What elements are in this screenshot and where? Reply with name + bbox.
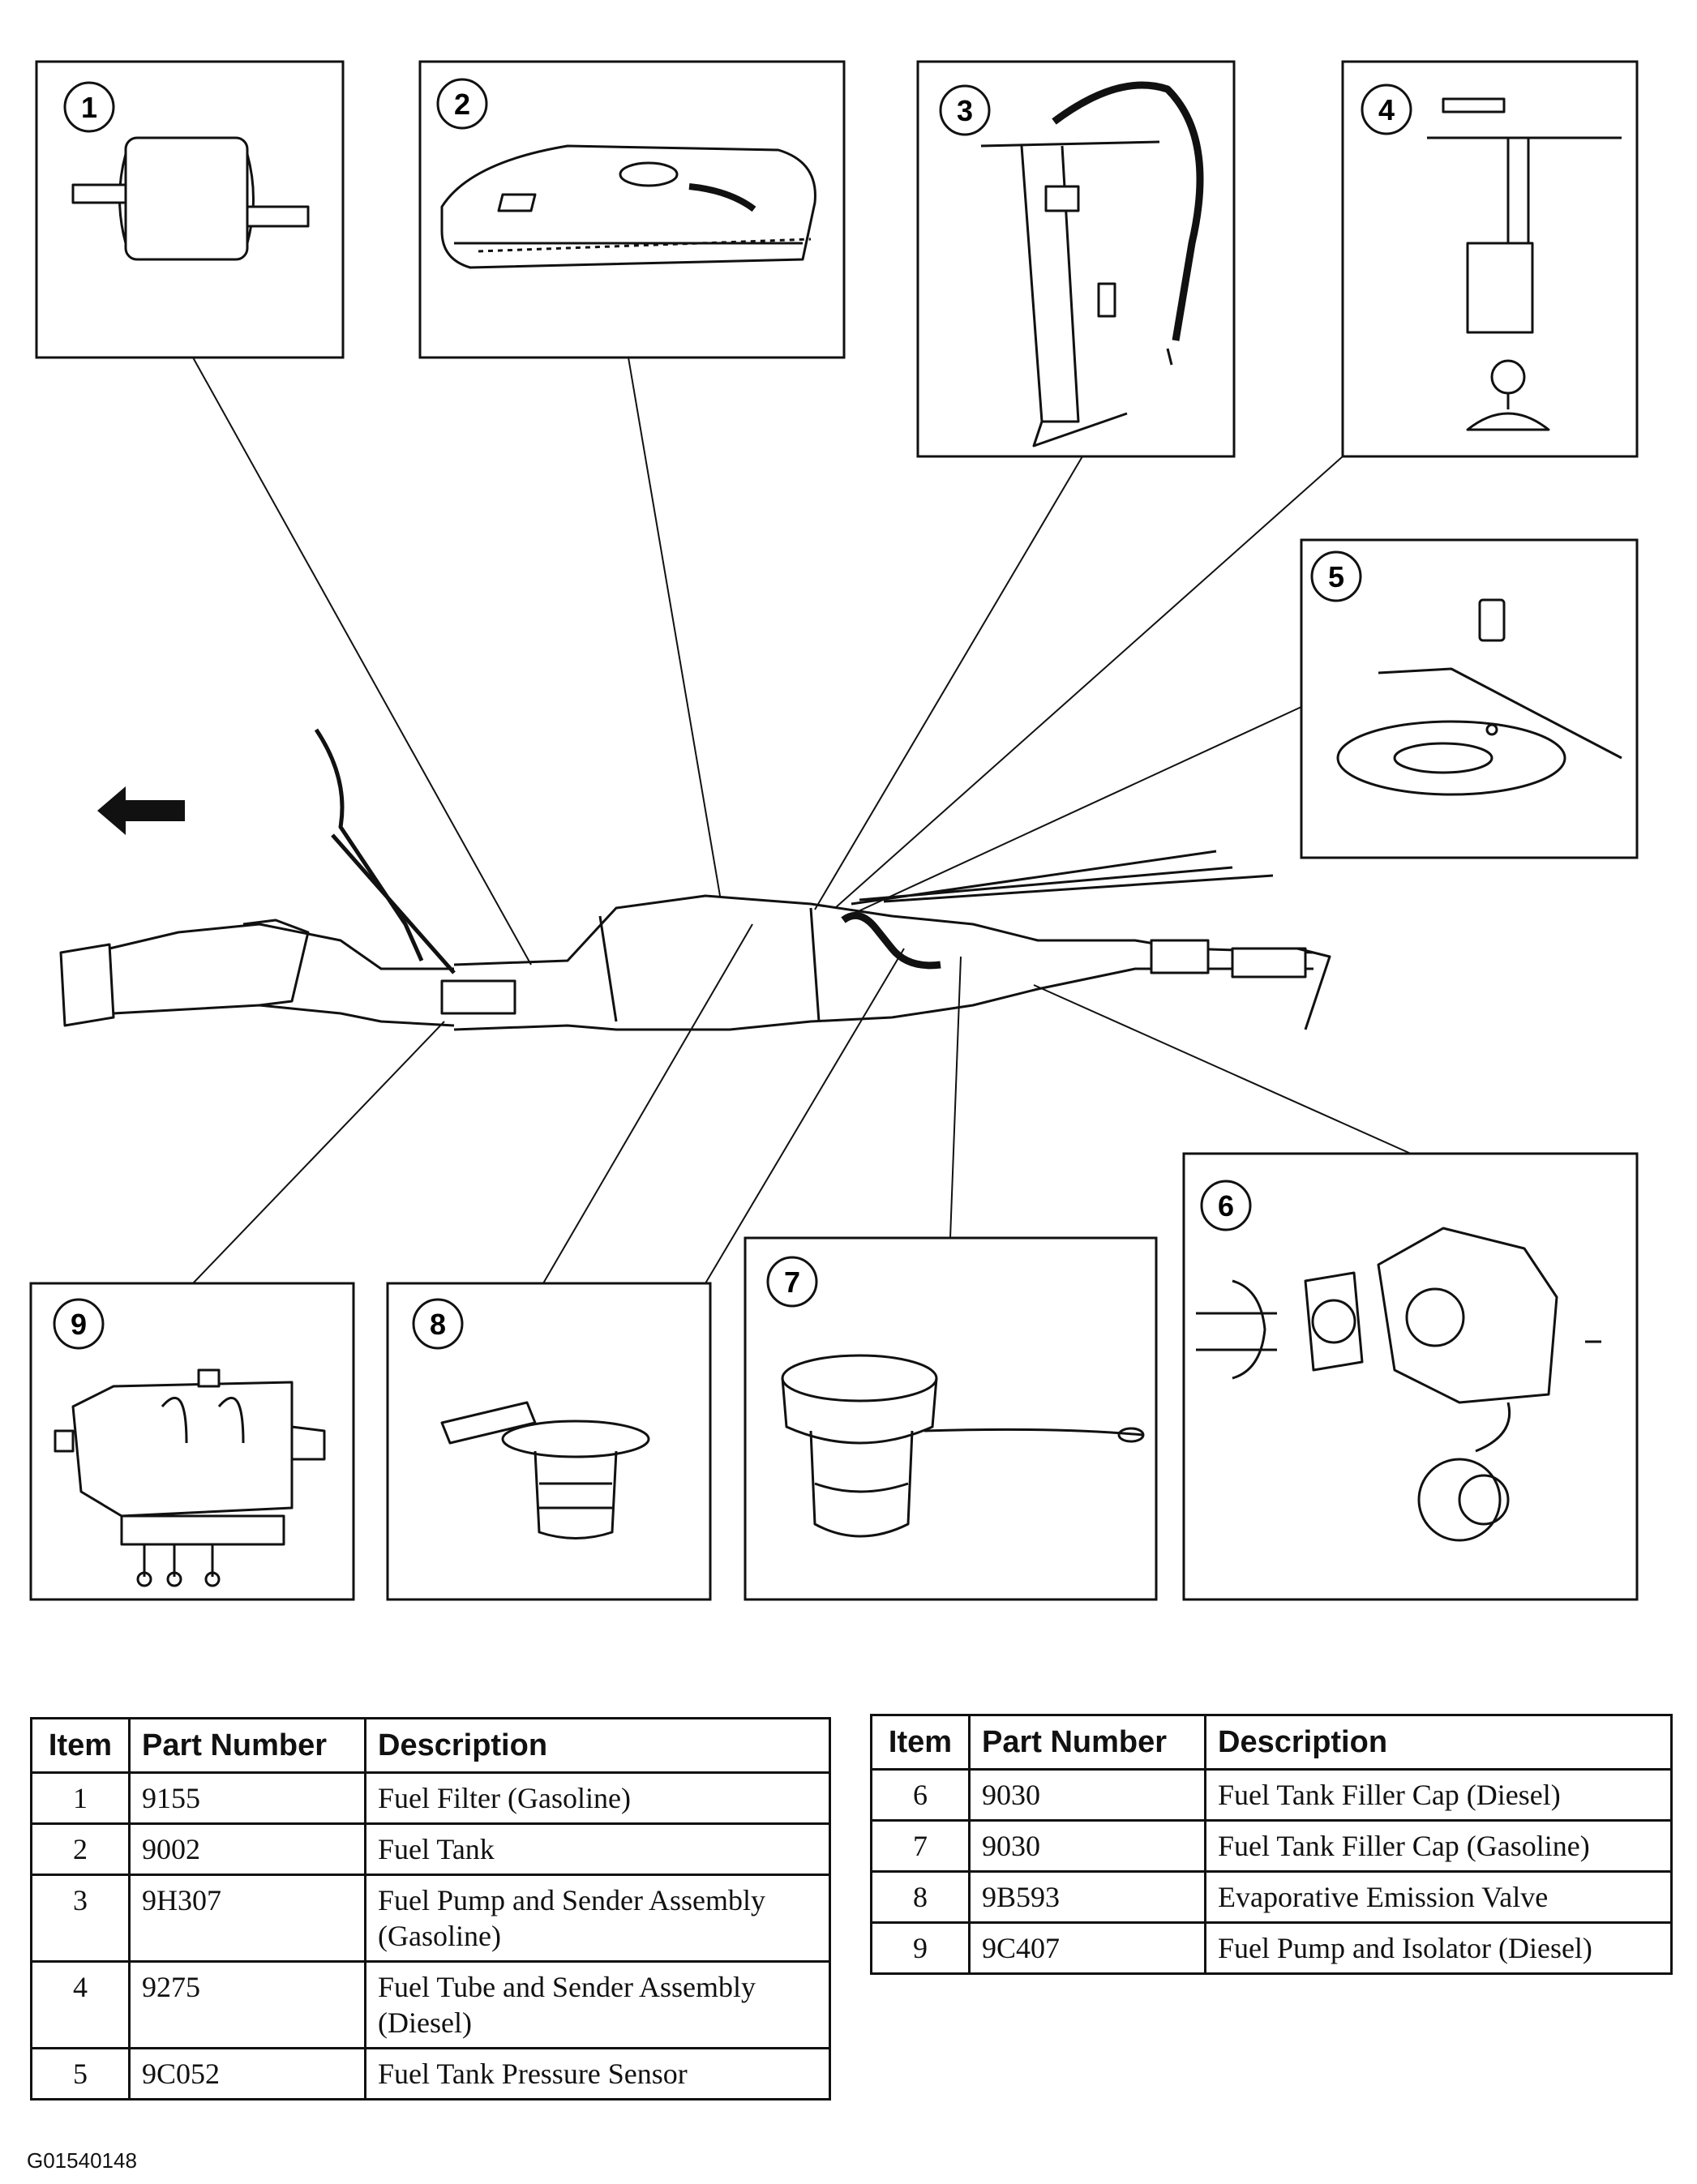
table-row: 9 9C407 Fuel Pump and Isolator (Diesel) [870, 1921, 1673, 1975]
callout-2: 2 [436, 78, 488, 130]
cell-description: Fuel Tank Filler Cap (Diesel) [1204, 1768, 1673, 1822]
svg-text:6: 6 [1218, 1189, 1234, 1223]
cell-part-number: 9155 [128, 1771, 366, 1825]
cell-item: 6 [870, 1768, 971, 1822]
svg-text:9: 9 [71, 1308, 87, 1341]
header-description: Description [364, 1717, 831, 1774]
cell-part-number: 9002 [128, 1822, 366, 1876]
cell-item: 3 [30, 1874, 131, 1963]
cell-part-number: 9030 [968, 1768, 1206, 1822]
inset-box-9 [29, 1282, 355, 1601]
cell-part-number: 9B593 [968, 1870, 1206, 1924]
cell-description: Fuel Pump and Sender Assembly (Gasoline) [364, 1874, 831, 1963]
svg-text:1: 1 [81, 91, 97, 124]
callout-1: 1 [63, 81, 115, 133]
table-row: 5 9C052 Fuel Tank Pressure Sensor [30, 2047, 831, 2100]
cell-description: Fuel Tank [364, 1822, 831, 1876]
table-row: 8 9B593 Evaporative Emission Valve [870, 1870, 1673, 1924]
cell-part-number: 9C052 [128, 2047, 366, 2100]
table-row: 6 9030 Fuel Tank Filler Cap (Diesel) [870, 1768, 1673, 1822]
header-item: Item [30, 1717, 131, 1774]
leader-lines [192, 357, 1412, 1284]
table-row: 3 9H307 Fuel Pump and Sender Assembly (G… [30, 1874, 831, 1963]
callout-4: 4 [1361, 84, 1412, 135]
fuel-filter-illustration [71, 136, 310, 261]
svg-text:3: 3 [957, 94, 973, 127]
fuel-pump-sender-illustration [980, 81, 1204, 448]
callout-8: 8 [412, 1298, 464, 1350]
cell-item: 9 [870, 1921, 971, 1975]
table-header-row: Item Part Number Description [30, 1717, 831, 1774]
filler-cap-gasoline-illustration [781, 1354, 1145, 1538]
cell-part-number: 9C407 [968, 1921, 1206, 1975]
cell-part-number: 9275 [128, 1960, 366, 2049]
svg-text:5: 5 [1328, 560, 1344, 593]
evap-valve-illustration [440, 1401, 650, 1540]
svg-text:8: 8 [430, 1308, 446, 1341]
cell-description: Evaporative Emission Valve [1204, 1870, 1673, 1924]
table-header-row: Item Part Number Description [870, 1714, 1673, 1771]
fuel-tank-illustration [440, 144, 816, 269]
header-description: Description [1204, 1714, 1673, 1771]
pressure-sensor-illustration [1336, 598, 1622, 796]
inset-box-2 [418, 60, 846, 359]
parts-table-right: Item Part Number Description 6 9030 Fuel… [870, 1714, 1673, 1975]
inset-box-4 [1341, 60, 1639, 458]
table-row: 7 9030 Fuel Tank Filler Cap (Gasoline) [870, 1819, 1673, 1873]
cell-description: Fuel Pump and Isolator (Diesel) [1204, 1921, 1673, 1975]
header-part-number: Part Number [968, 1714, 1206, 1771]
cell-description: Fuel Tube and Sender Assembly (Diesel) [364, 1960, 831, 2049]
callout-6: 6 [1200, 1180, 1252, 1231]
figure-code: G01540148 [27, 2148, 137, 2173]
cell-item: 2 [30, 1822, 131, 1876]
callout-3: 3 [939, 84, 991, 136]
pump-isolator-illustration [54, 1368, 326, 1587]
inset-box-1 [35, 60, 345, 359]
cell-part-number: 9030 [968, 1819, 1206, 1873]
cell-description: Fuel Tank Filler Cap (Gasoline) [1204, 1819, 1673, 1873]
table-row: 1 9155 Fuel Filter (Gasoline) [30, 1771, 831, 1825]
table-row: 2 9002 Fuel Tank [30, 1822, 831, 1876]
inset-box-3 [916, 60, 1236, 458]
header-item: Item [870, 1714, 971, 1771]
svg-text:7: 7 [784, 1265, 800, 1299]
cell-item: 5 [30, 2047, 131, 2100]
callout-5: 5 [1310, 550, 1362, 602]
arrow-left-icon [97, 786, 185, 835]
header-part-number: Part Number [128, 1717, 366, 1774]
inset-box-8 [386, 1282, 712, 1601]
inset-box-5 [1300, 538, 1639, 859]
cell-item: 7 [870, 1819, 971, 1873]
callout-9: 9 [53, 1298, 105, 1350]
cell-item: 8 [870, 1870, 971, 1924]
cell-item: 4 [30, 1960, 131, 2049]
cell-description: Fuel Tank Pressure Sensor [364, 2047, 831, 2100]
fuel-system-diagram: 1 2 3 4 5 6 7 8 9 [29, 60, 1639, 1601]
parts-table-left: Item Part Number Description 1 9155 Fuel… [30, 1717, 831, 2100]
table-row: 4 9275 Fuel Tube and Sender Assembly (Di… [30, 1960, 831, 2049]
cell-description: Fuel Filter (Gasoline) [364, 1771, 831, 1825]
callouts: 1 2 3 4 5 6 7 8 9 [53, 78, 1412, 1350]
svg-text:2: 2 [454, 88, 470, 121]
cell-part-number: 9H307 [128, 1874, 366, 1963]
fuel-tube-sender-illustration [1427, 97, 1622, 431]
filler-cap-diesel-illustration [1196, 1227, 1601, 1542]
callout-7: 7 [766, 1256, 818, 1308]
fuel-tank-assembly-illustration [59, 728, 1331, 1031]
svg-text:4: 4 [1378, 93, 1395, 126]
cell-item: 1 [30, 1771, 131, 1825]
